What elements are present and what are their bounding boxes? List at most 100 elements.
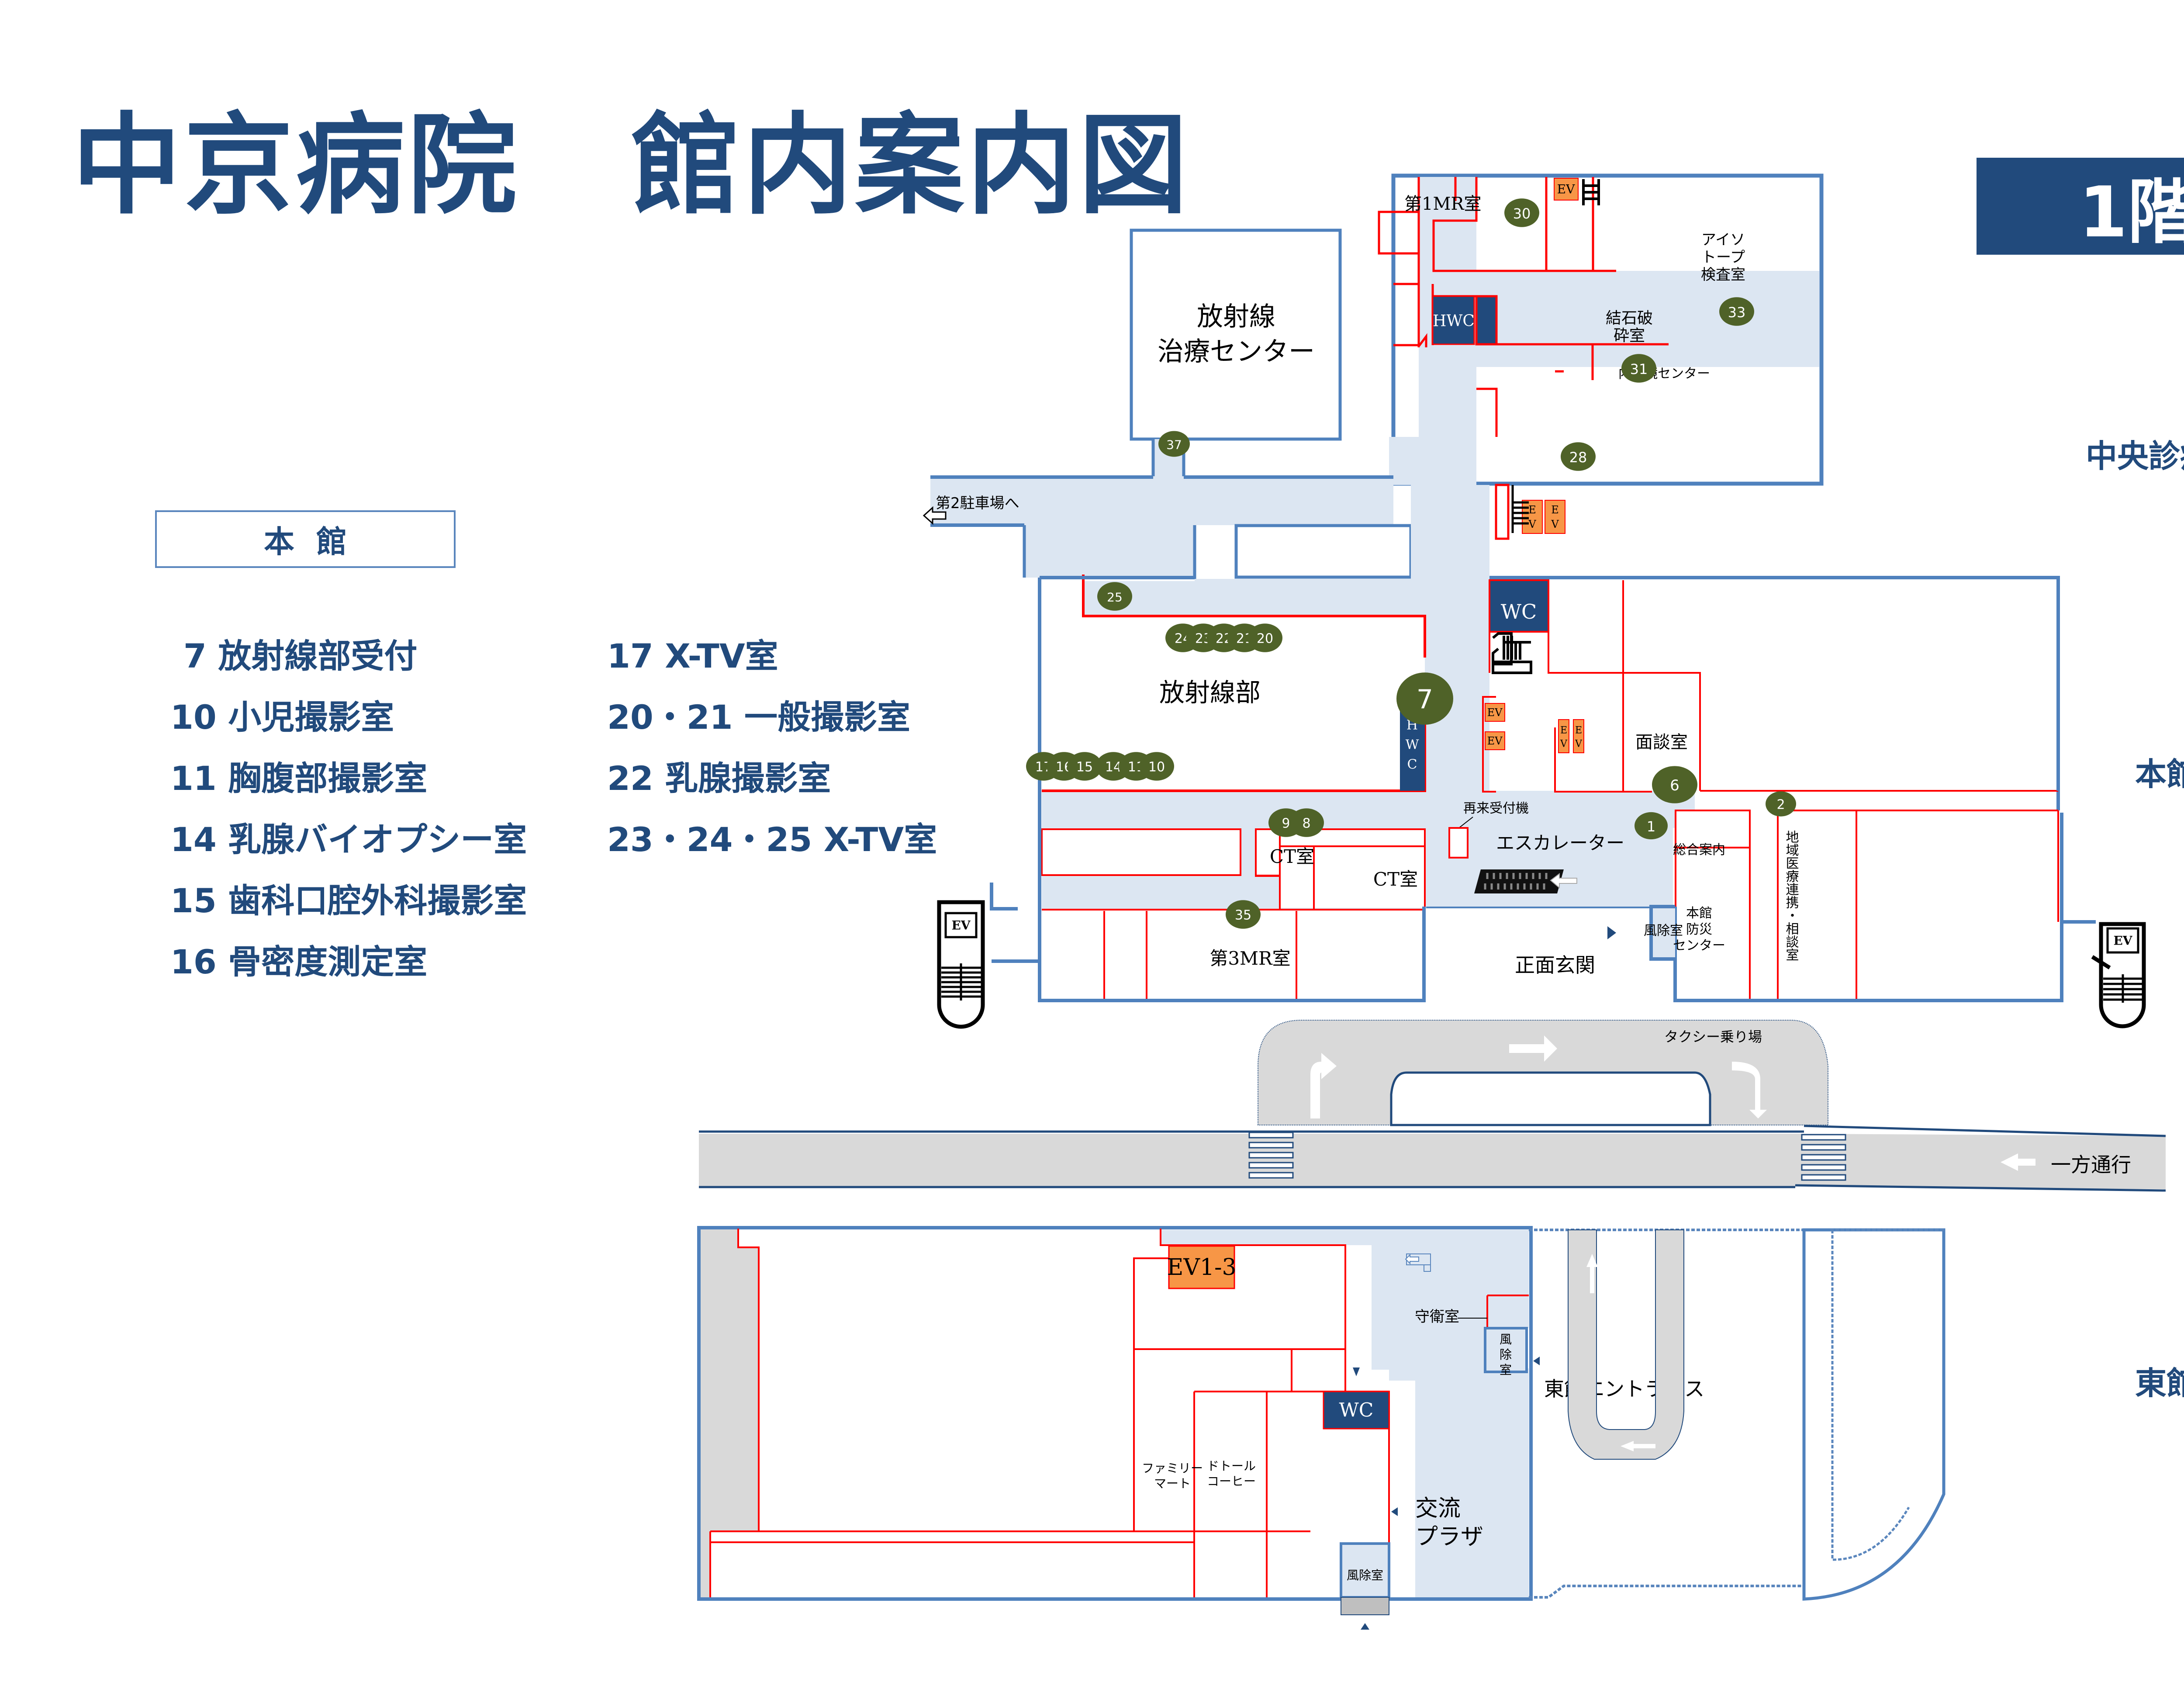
room-marker: 2 [1766,791,1796,817]
elevator-group-label: EV1-3 [1167,1254,1236,1281]
room-marker-number: 7 [1417,684,1433,715]
arrow-down-icon [1724,1267,1735,1304]
arrow-left-icon [2001,1153,2035,1171]
taxi-stand-label: タクシー乗り場 [1664,1028,1762,1045]
hwc-vertical-w: W [1406,737,1419,753]
vestibule-south [1340,1542,1390,1599]
room-marker: 31 [1621,354,1656,383]
room-marker-number: 15 [1076,760,1093,775]
room-marker-badge [1635,812,1668,840]
escalator-label: エスカレーター [1496,832,1624,854]
elevator [1485,731,1505,750]
room-radiotherapy-2: 治療センター [1158,336,1315,367]
room-ct-2: CT室 [1373,869,1418,890]
room-marker-number: 28 [1569,449,1587,466]
wc-label: WC [1339,1399,1374,1422]
room-marker: 37 [1158,431,1190,457]
elevator-label: EV [1487,706,1503,719]
building-label-central: 中央診療棟 [2086,438,2184,474]
building-label-east: 東館 [2135,1365,2184,1402]
shop-famima-2: マート [1154,1476,1191,1491]
elevator-label-e: E [1551,504,1559,516]
room-ct-1: CT室 [1270,846,1314,867]
room-lithotripsy-2: 砕室 [1614,327,1645,345]
wc-room [1489,579,1549,633]
room-marker: 8 [1289,808,1324,837]
arrow-turn-icon [1732,1062,1767,1118]
vestibule-main: 風除室 [1644,923,1683,938]
plaza-label-1: 交流 [1415,1496,1461,1522]
room-mr1: 第1MR室 [1404,194,1482,214]
room-marker-badge [1396,672,1453,725]
room-marker-number: 37 [1166,438,1182,452]
legend-item: 17 X-TV室 [607,637,778,675]
elevator-label-v: V [1575,739,1583,750]
elevator-group [1168,1245,1235,1289]
main-building: 放射線部 CT室 CT室 第3MR室 H W C WC [1038,484,2063,1002]
parking-corridor: 第2駐車場へ [923,475,1489,581]
arrow-right-icon [1509,1035,1557,1062]
east-building: EV1-3 WC 守衛室 風 除 室 東館エントランス ファミリー マート ドト… [697,1226,1946,1630]
elevator [1573,719,1584,753]
room-marker: 35 [1226,900,1261,929]
room-community: 地域医療連携・相談室 [1783,830,1799,961]
arrow-left-icon [1621,1441,1655,1451]
room-marker-number: 8 [1302,816,1310,831]
elevator [1554,178,1579,201]
entrance-arrow-icon [1353,1367,1360,1376]
elevator [1522,500,1543,534]
legend-item: 15 歯科口腔外科撮影室 [170,881,527,920]
wc-label: WC [1501,600,1537,623]
hwc-vertical-c: C [1407,757,1417,772]
reentry-machine[interactable] [1448,827,1469,859]
room-marker-badge [1289,808,1324,837]
room-marker-badge [1652,766,1697,803]
room-marker: 1 [1635,812,1668,840]
room-marker: 28 [1561,442,1596,471]
entrance-arrow-icon [1391,1507,1398,1516]
legend-item: 7 放射線部受付 [183,637,418,675]
elevator-label-v: V [1528,518,1536,530]
legend-item: 23・24・25 X-TV室 [607,820,937,859]
shop-famima-1: ファミリー [1142,1461,1203,1475]
room-marker-badge [1248,623,1282,652]
parking-link-label[interactable]: 第2駐車場へ [936,495,1019,512]
central-building: HWC 第1MR室 アイソ トープ 検査室 結石破 砕室 内視鏡センター EV [1378,173,1824,486]
road-area: タクシー乗り場 一方通行 [699,1020,2166,1192]
ev-tower-east: EV [2060,813,2146,1028]
room-marker-number: 1 [1647,818,1655,835]
elevator-label: EV [951,918,971,933]
room-radiology: 放射線部 [1159,678,1261,707]
page-title: 中京病院 館内案内図 [72,102,1190,229]
stairs-icon [1405,1253,1431,1272]
room-marker-number: 25 [1107,590,1123,605]
legend-item: 10 小児撮影室 [170,698,394,737]
ev-tower-west: EV [937,883,1040,1029]
room-marker-badge [1621,354,1656,383]
room-marker-number: 31 [1630,361,1648,377]
room-marker: 6 [1652,766,1697,803]
legend-item: 20・21 一般撮影室 [607,698,910,737]
legend-item: 11 胸腹部撮影室 [170,759,428,798]
room-info: 総合案内 [1673,842,1725,858]
room-isotope-2: トープ [1701,249,1745,266]
guard-room-label: 守衛室 [1415,1308,1459,1326]
room-marker-number: 35 [1235,908,1251,923]
room-marker-badge [1139,752,1174,781]
room-marker-number: 6 [1670,777,1679,794]
room-radiotherapy-1: 放射線 [1197,301,1275,332]
room-marker-badge [1719,297,1754,326]
building-label-main: 本館 [2135,756,2184,793]
floor-badge: 1階 [1977,158,2184,255]
oneway-label: 一方通行 [2051,1153,2131,1177]
shop-doutor-1: ドトール [1207,1459,1256,1473]
room-marker-badge [1226,900,1261,929]
room-marker-number: 33 [1728,304,1746,321]
vestibule-east-1: 風 [1500,1332,1512,1347]
legend-item: 22 乳腺撮影室 [607,759,831,798]
legend-item: 16 骨密度測定室 [170,942,428,981]
elevator-label: EV [1487,735,1503,747]
room-marker-badge [1158,431,1190,457]
